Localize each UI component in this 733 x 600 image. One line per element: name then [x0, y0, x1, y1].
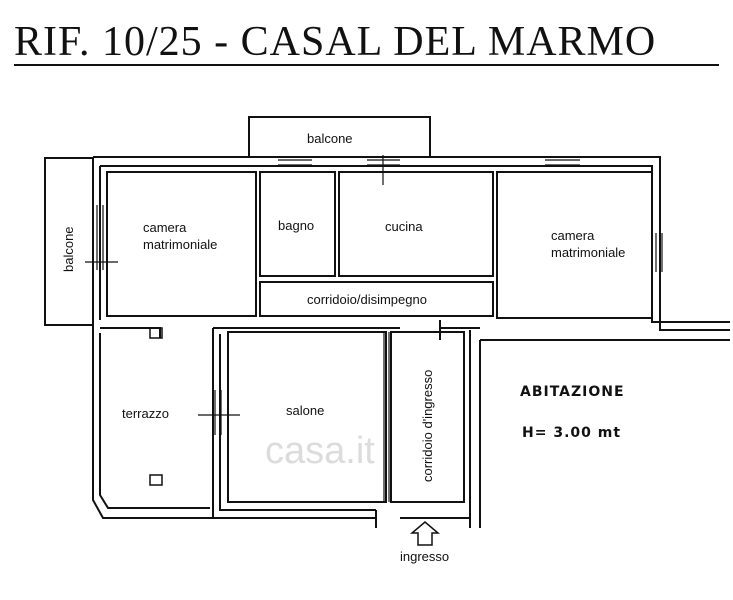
watermark: casa.it: [265, 430, 375, 472]
label-camera-left-1: camera: [143, 220, 187, 235]
label-camera-right-1: camera: [551, 228, 595, 243]
window-cucina-balcony: [367, 155, 400, 185]
outer-wall-top: [93, 156, 730, 331]
label-balcone-left: balcone: [61, 226, 76, 272]
room-salone: [227, 331, 387, 503]
label-terrazzo: terrazzo: [122, 406, 169, 421]
label-abitazione: ABITAZIONE: [520, 384, 625, 400]
room-corridoio: [259, 281, 494, 317]
room-camera-right: [496, 171, 653, 319]
door-terrazzo: [198, 390, 240, 435]
label-bagno: bagno: [278, 218, 314, 233]
page-title: RIF. 10/25 - CASAL DEL MARMO: [14, 19, 657, 65]
entrance-arrow-icon: [409, 521, 441, 546]
label-balcone-top: balcone: [307, 131, 353, 146]
label-camera-right-2: matrimoniale: [551, 245, 625, 260]
label-altezza: H= 3.00 mt: [522, 425, 621, 441]
room-bagno: [259, 171, 336, 277]
label-camera-left-2: matrimoniale: [143, 237, 217, 252]
label-corridoio-ingresso: corridoio d'ingresso: [420, 370, 435, 482]
label-salone: salone: [286, 403, 324, 418]
title-underline: [14, 64, 719, 66]
room-corridoio-ingresso: [390, 331, 465, 503]
label-corridoio: corridoio/disimpegno: [307, 292, 427, 307]
room-cucina: [338, 171, 494, 277]
label-cucina: cucina: [385, 219, 423, 234]
terrazzo-wall: [92, 328, 213, 519]
room-camera-left: [106, 171, 257, 317]
label-ingresso: ingresso: [400, 549, 449, 564]
window-left-balcony: [96, 205, 104, 270]
